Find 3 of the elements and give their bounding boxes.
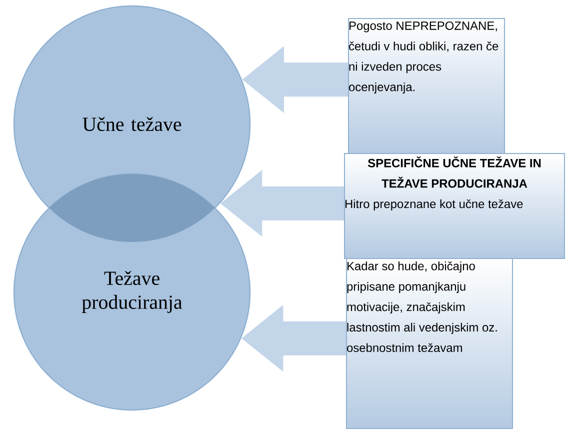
callout-box: Pogosto NEPREPOZNANE, četudi v hudi obliki, razen če ni izveden proces ocenjevanja.	[348, 18, 505, 156]
callout-box: Kadar so hude, običajno pripisane pomanjkanju motivacije, značajskim lastnostim ali vedenjskim oz. osebnostnim težavam	[346, 258, 513, 429]
callout-box: SPECIFIČNE UČNE TEŽAVE IN TEŽAVE PRODUCIRANJA Hitro prepoznane kot učne težave	[344, 153, 565, 259]
